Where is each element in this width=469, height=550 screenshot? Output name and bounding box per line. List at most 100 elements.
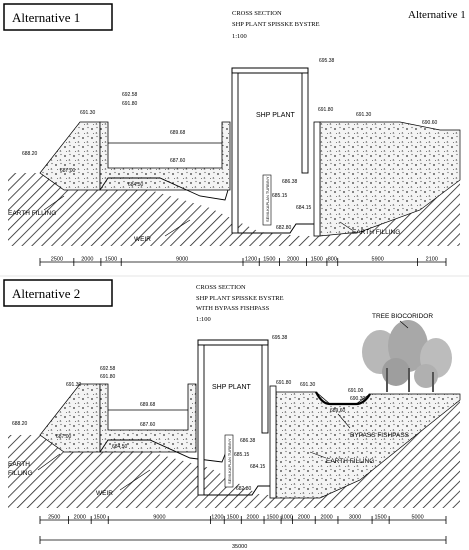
- alt2-label-box: [3, 279, 113, 307]
- alt1-elev-wall-top: 692.58: [122, 92, 138, 98]
- alt1-plant-wall-left: [231, 72, 239, 234]
- alt2-title-line-4: 1:100: [196, 316, 211, 323]
- alt2-weir-channel: [99, 383, 197, 453]
- alt2-callout-weir: WEIR: [96, 490, 113, 497]
- alt1-elev-tail4: 682.80: [276, 225, 292, 231]
- alternative-2-panel: Alternative 2 CROSS SECTION SHP PLANT SP…: [3, 279, 461, 550]
- alt2-elev-wall-left: 691.30: [66, 382, 82, 388]
- alt1-label-box: [3, 3, 113, 31]
- dimension-label: 1500: [94, 515, 106, 521]
- alt2-elev-tail2: 685.15: [234, 452, 250, 458]
- alt2-right-embankment: [275, 391, 461, 499]
- alt1-elev-roof: 695.38: [319, 58, 335, 64]
- alt1-weir-profile: [99, 177, 229, 201]
- dimension-label: 2000: [247, 515, 259, 521]
- alt2-left-embankment: [39, 383, 101, 453]
- dimension-label: 2000: [81, 257, 93, 263]
- alt1-title-line-2: SHP PLANT SPISSKE BYSTRE: [232, 21, 320, 28]
- alt2-elev-toe: 684.50: [112, 444, 128, 450]
- alt2-title-line-2: SHP PLANT SPISSKE BYSTRE: [196, 295, 284, 302]
- alt1-callout-weir: WEIR: [134, 236, 151, 243]
- alt1-elev-right-wall: 691.80: [318, 107, 334, 113]
- alt1-callout-earth-left: EARTH FILLING: [8, 210, 56, 217]
- alt1-draft-tube: [238, 173, 321, 234]
- alt1-plant-wall-right: [301, 72, 309, 174]
- alt2-elev-left-mid: 687.00: [56, 434, 72, 440]
- alt1-elev-right-top: 691.30: [356, 112, 372, 118]
- alt2-label: Alternative 2: [12, 286, 80, 301]
- dimension-label: 1500: [105, 257, 117, 263]
- alternative-1-panel: Alternative 1 Alternative 1 CROSS SECTIO…: [3, 3, 466, 266]
- alt1-corner-label: Alternative 1: [408, 9, 466, 21]
- alt1-label: Alternative 1: [12, 10, 80, 25]
- alt1-elev-upstream: 691.80: [122, 101, 138, 107]
- alt1-elev-left-end: 688.20: [22, 151, 38, 157]
- alt2-plant-label: SHP PLANT: [212, 384, 251, 391]
- alt1-elev-toe: 684.50: [128, 182, 144, 188]
- alt1-ground-hatch: [8, 173, 460, 246]
- alt2-plant-wall-right: [261, 344, 269, 434]
- alt2-callout-bypass: BYPASS FISHPASS: [350, 432, 410, 439]
- alt2-callout-earth-left-line2: FILLING: [8, 470, 33, 477]
- dimension-label: 3000: [349, 515, 361, 521]
- dimension-label: 2500: [48, 515, 60, 521]
- alt1-elev-left-mid: 687.00: [60, 168, 76, 174]
- alt2-title-line-1: CROSS SECTION: [196, 284, 246, 291]
- alt2-elev-tail3: 684.15: [250, 464, 266, 470]
- alt2-weir-profile: [99, 439, 227, 463]
- alt2-elev-tail1: 686.38: [240, 438, 256, 444]
- alt2-elev-wall-top: 692.58: [100, 366, 116, 372]
- alt2-elev-fish1: 691.00: [348, 388, 364, 394]
- alt1-turbine-box: [262, 174, 272, 226]
- tree-biocoridor-illustration: [362, 320, 452, 392]
- dimension-label: 2000: [320, 515, 332, 521]
- alt2-bypass-fishpass-channel: [315, 391, 371, 406]
- alt1-elev-crest: 687.60: [170, 158, 186, 164]
- alt2-callout-tree: TREE BIOCORIDOR: [372, 313, 433, 320]
- alt2-title-line-3: WITH BYPASS FISHPASS: [196, 305, 270, 312]
- dimension-label: 9000: [153, 515, 165, 521]
- dimension-label: 1500: [266, 515, 278, 521]
- alt2-elev-left-end: 688.20: [12, 421, 28, 427]
- dimension-label: 800: [328, 257, 337, 263]
- dimension-label: 2500: [51, 257, 63, 263]
- alt1-title-line-3: 1:100: [232, 33, 247, 40]
- dimension-label: 1500: [227, 515, 239, 521]
- alt1-right-embankment: [319, 121, 461, 237]
- dimension-label: 1000: [281, 515, 293, 521]
- dimension-label: 2100: [426, 257, 438, 263]
- dimension-label: 1500: [263, 257, 275, 263]
- dimension-label: 1500: [374, 515, 386, 521]
- alt2-elev-crest: 687.60: [140, 422, 156, 428]
- alt1-elev-right-end: 690.60: [422, 120, 438, 126]
- alt1-weir-channel: [99, 121, 231, 191]
- alt2-turbine-box: [224, 434, 234, 488]
- alt2-elev-right-top: 691.30: [300, 382, 316, 388]
- alt2-elev-tail4: 682.80: [236, 486, 252, 492]
- dimension-label: 9000: [176, 257, 188, 263]
- alt2-callout-earth-right: EARTH FILLING: [326, 458, 374, 465]
- alt1-title-line-1: CROSS SECTION: [232, 10, 282, 17]
- alt2-elev-fish3: 689.60: [330, 408, 346, 414]
- alt2-elev-right-wall: 691.80: [276, 380, 292, 386]
- alt1-plant-label: SHP PLANT: [256, 112, 295, 119]
- alt2-right-wall: [269, 385, 277, 499]
- dimension-label: 2000: [298, 515, 310, 521]
- alt2-callout-earth-left-line1: EARTH: [8, 461, 30, 468]
- dimension-label: 2000: [287, 257, 299, 263]
- alt1-plant-roof: [231, 67, 309, 74]
- dimension-label: 1200: [245, 257, 257, 263]
- dimension-label: 1500: [311, 257, 323, 263]
- dimension-label: 1200: [211, 515, 223, 521]
- alt1-elev-tail3: 684.15: [296, 205, 312, 211]
- alt1-elev-tail2: 685.15: [272, 193, 288, 199]
- dimension-label: 2000: [74, 515, 86, 521]
- alt1-callout-earth-right: EARTH FILLING: [352, 229, 400, 236]
- alt1-left-embankment: [39, 121, 101, 191]
- alt2-plant-wall-left: [197, 344, 205, 496]
- alt2-total-dimension: 35000: [232, 544, 247, 550]
- alt2-elev-fish2: 690.30: [350, 396, 366, 402]
